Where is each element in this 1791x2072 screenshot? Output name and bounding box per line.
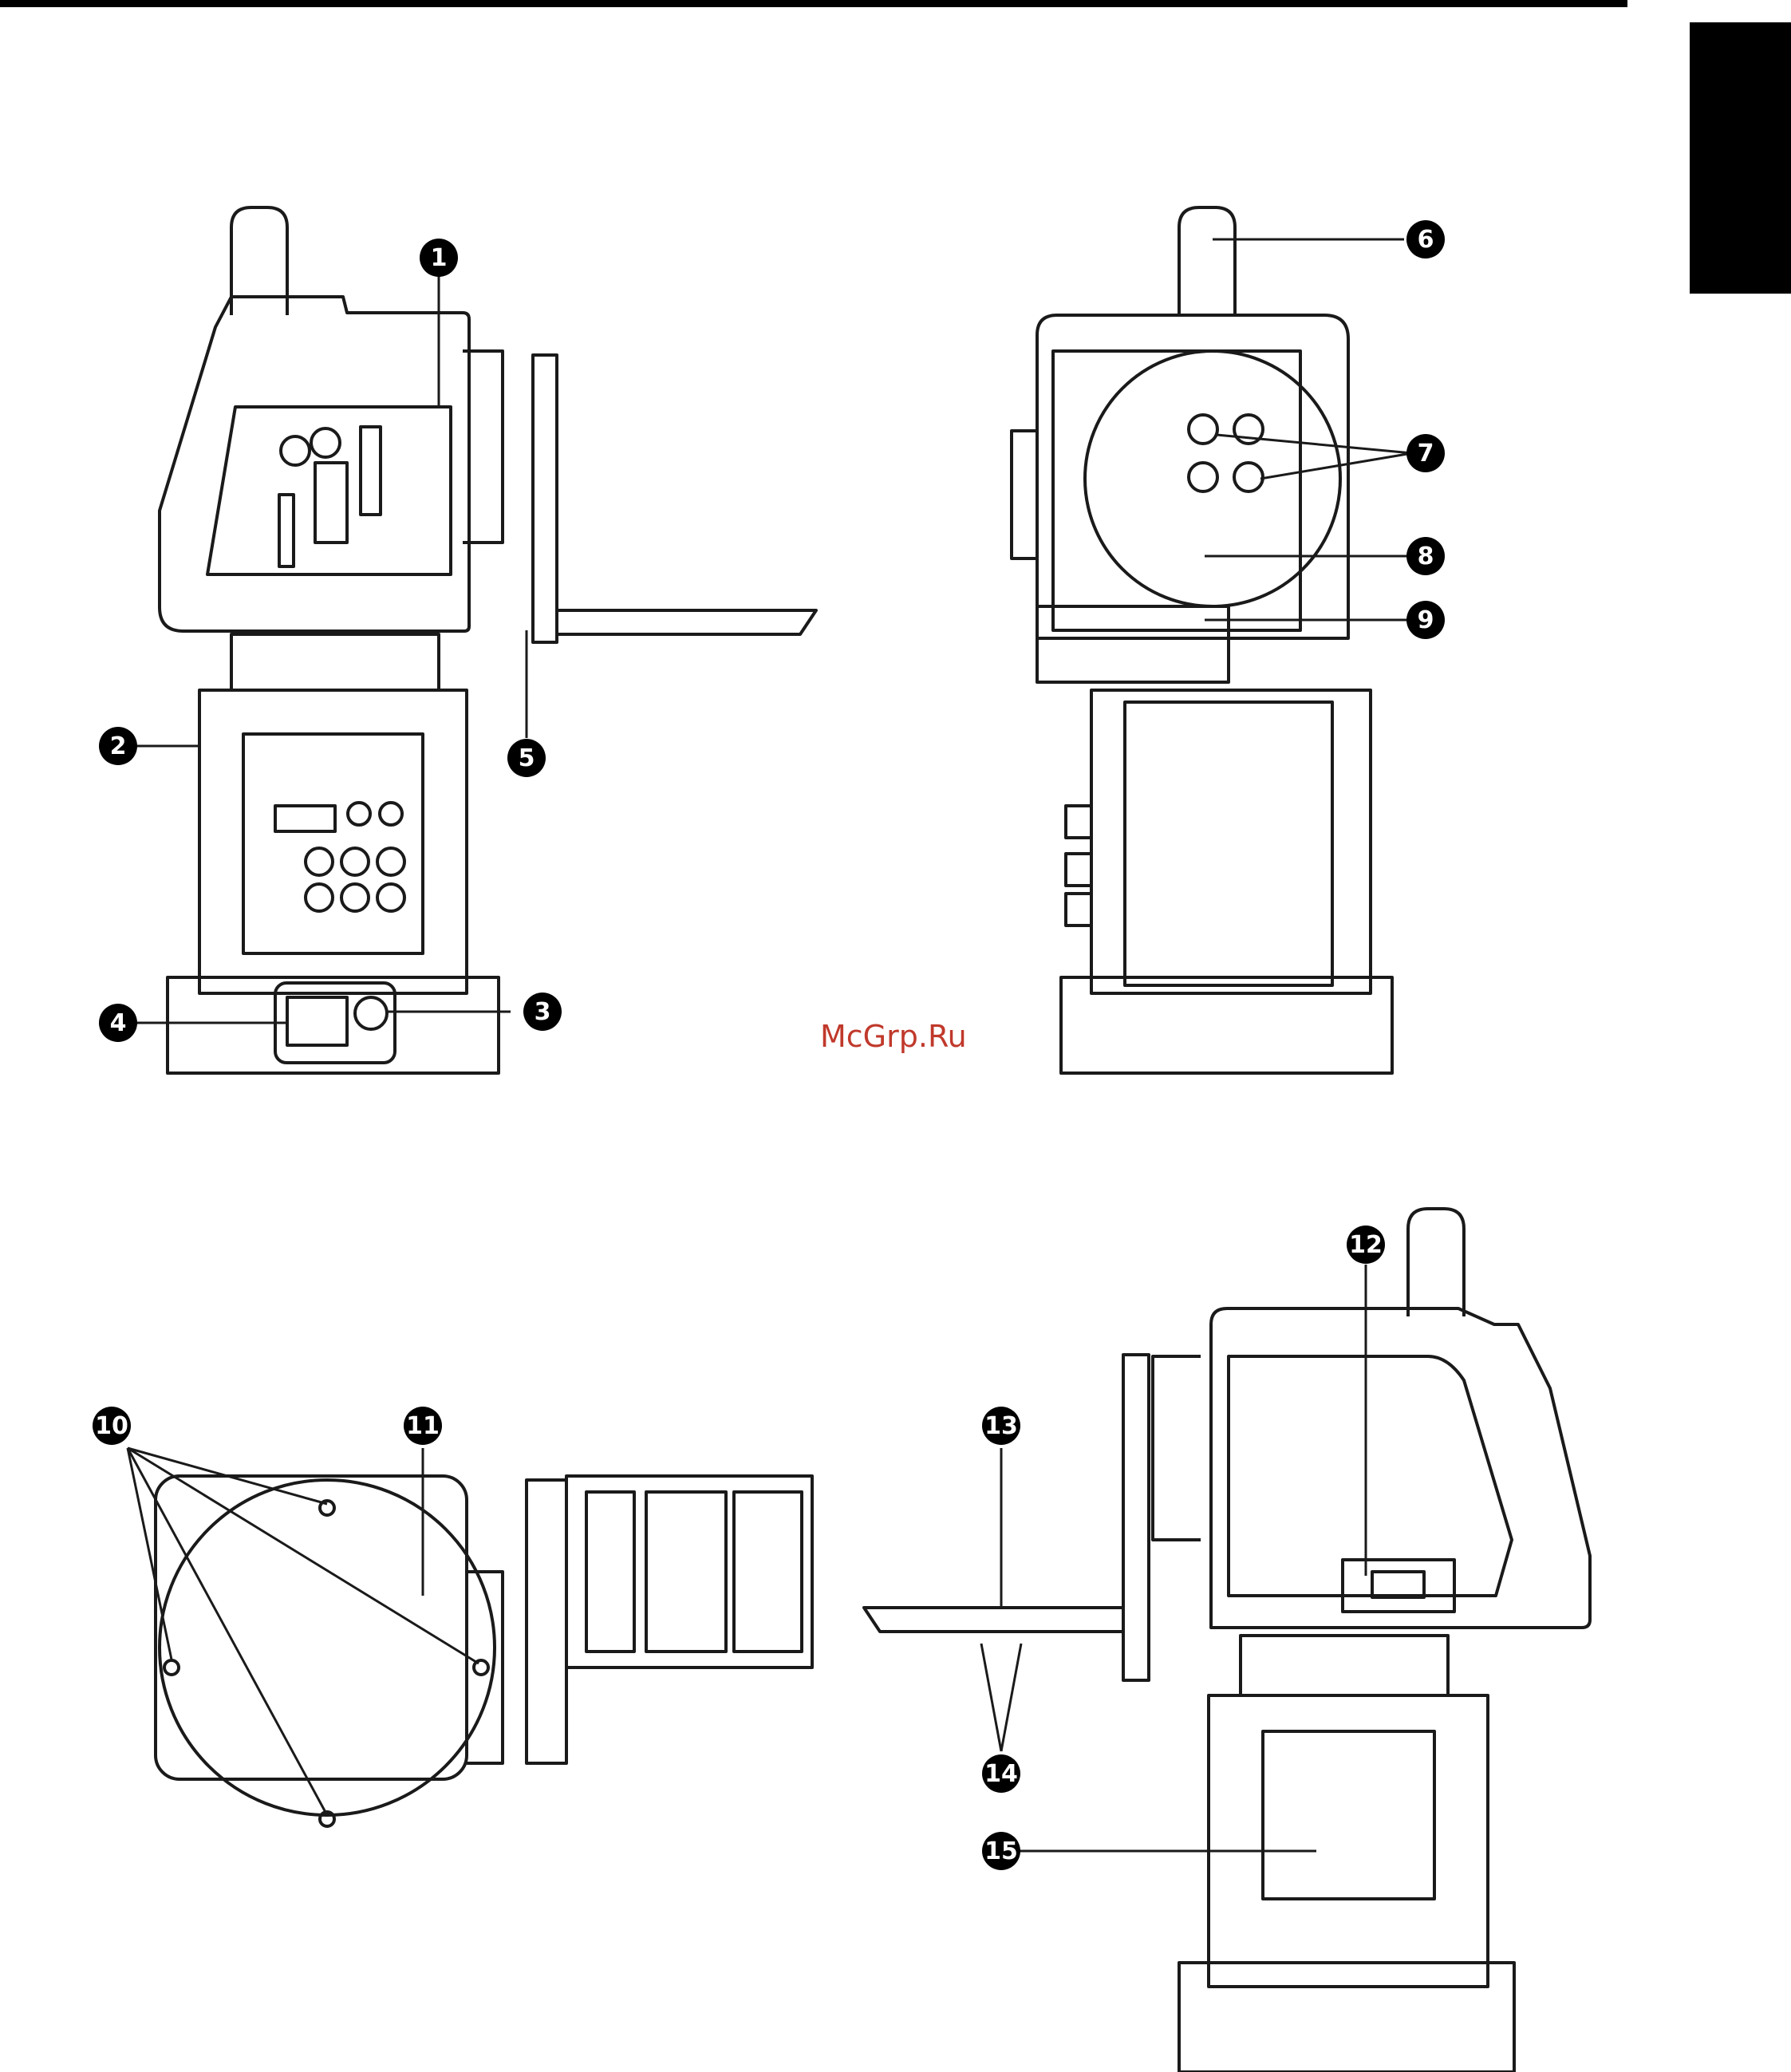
callout-number: 6 (1418, 226, 1434, 254)
callout-13: 13 (982, 1407, 1020, 1445)
callout-number: 9 (1418, 606, 1434, 634)
callout-number: 11 (406, 1412, 440, 1440)
view-left-side (160, 207, 816, 1073)
callout-number: 14 (984, 1760, 1018, 1788)
callout-15: 15 (982, 1832, 1020, 1870)
callout-4: 4 (99, 1004, 137, 1042)
callout-number: 12 (1349, 1231, 1383, 1259)
section-tab (1690, 22, 1791, 294)
header-rule (0, 0, 1627, 7)
callout-number: 2 (110, 732, 127, 760)
watermark-text: McGrp.Ru (820, 1019, 967, 1054)
callout-7: 7 (1406, 434, 1445, 472)
callout-number: 5 (519, 744, 535, 772)
callout-9: 9 (1406, 601, 1445, 639)
callout-1: 1 (420, 239, 458, 277)
callout-number: 15 (984, 1837, 1018, 1865)
callout-10: 10 (93, 1407, 131, 1445)
callout-11: 11 (404, 1407, 442, 1445)
callout-number: 1 (431, 244, 448, 272)
callout-2: 2 (99, 727, 137, 765)
callout-number: 3 (535, 998, 551, 1026)
view-front (156, 1476, 812, 1826)
view-right-side (864, 1209, 1590, 2072)
callout-number: 4 (110, 1009, 127, 1037)
callout-5: 5 (507, 739, 546, 777)
callout-8: 8 (1406, 537, 1445, 575)
callout-14: 14 (982, 1754, 1020, 1793)
callout-number: 13 (984, 1412, 1018, 1440)
callout-3: 3 (523, 993, 562, 1031)
callout-12: 12 (1347, 1225, 1385, 1264)
callout-number: 8 (1418, 543, 1434, 570)
callout-number: 10 (95, 1412, 128, 1440)
callout-number: 7 (1418, 440, 1434, 468)
view-rear (1012, 207, 1392, 1073)
callout-6: 6 (1406, 220, 1445, 259)
